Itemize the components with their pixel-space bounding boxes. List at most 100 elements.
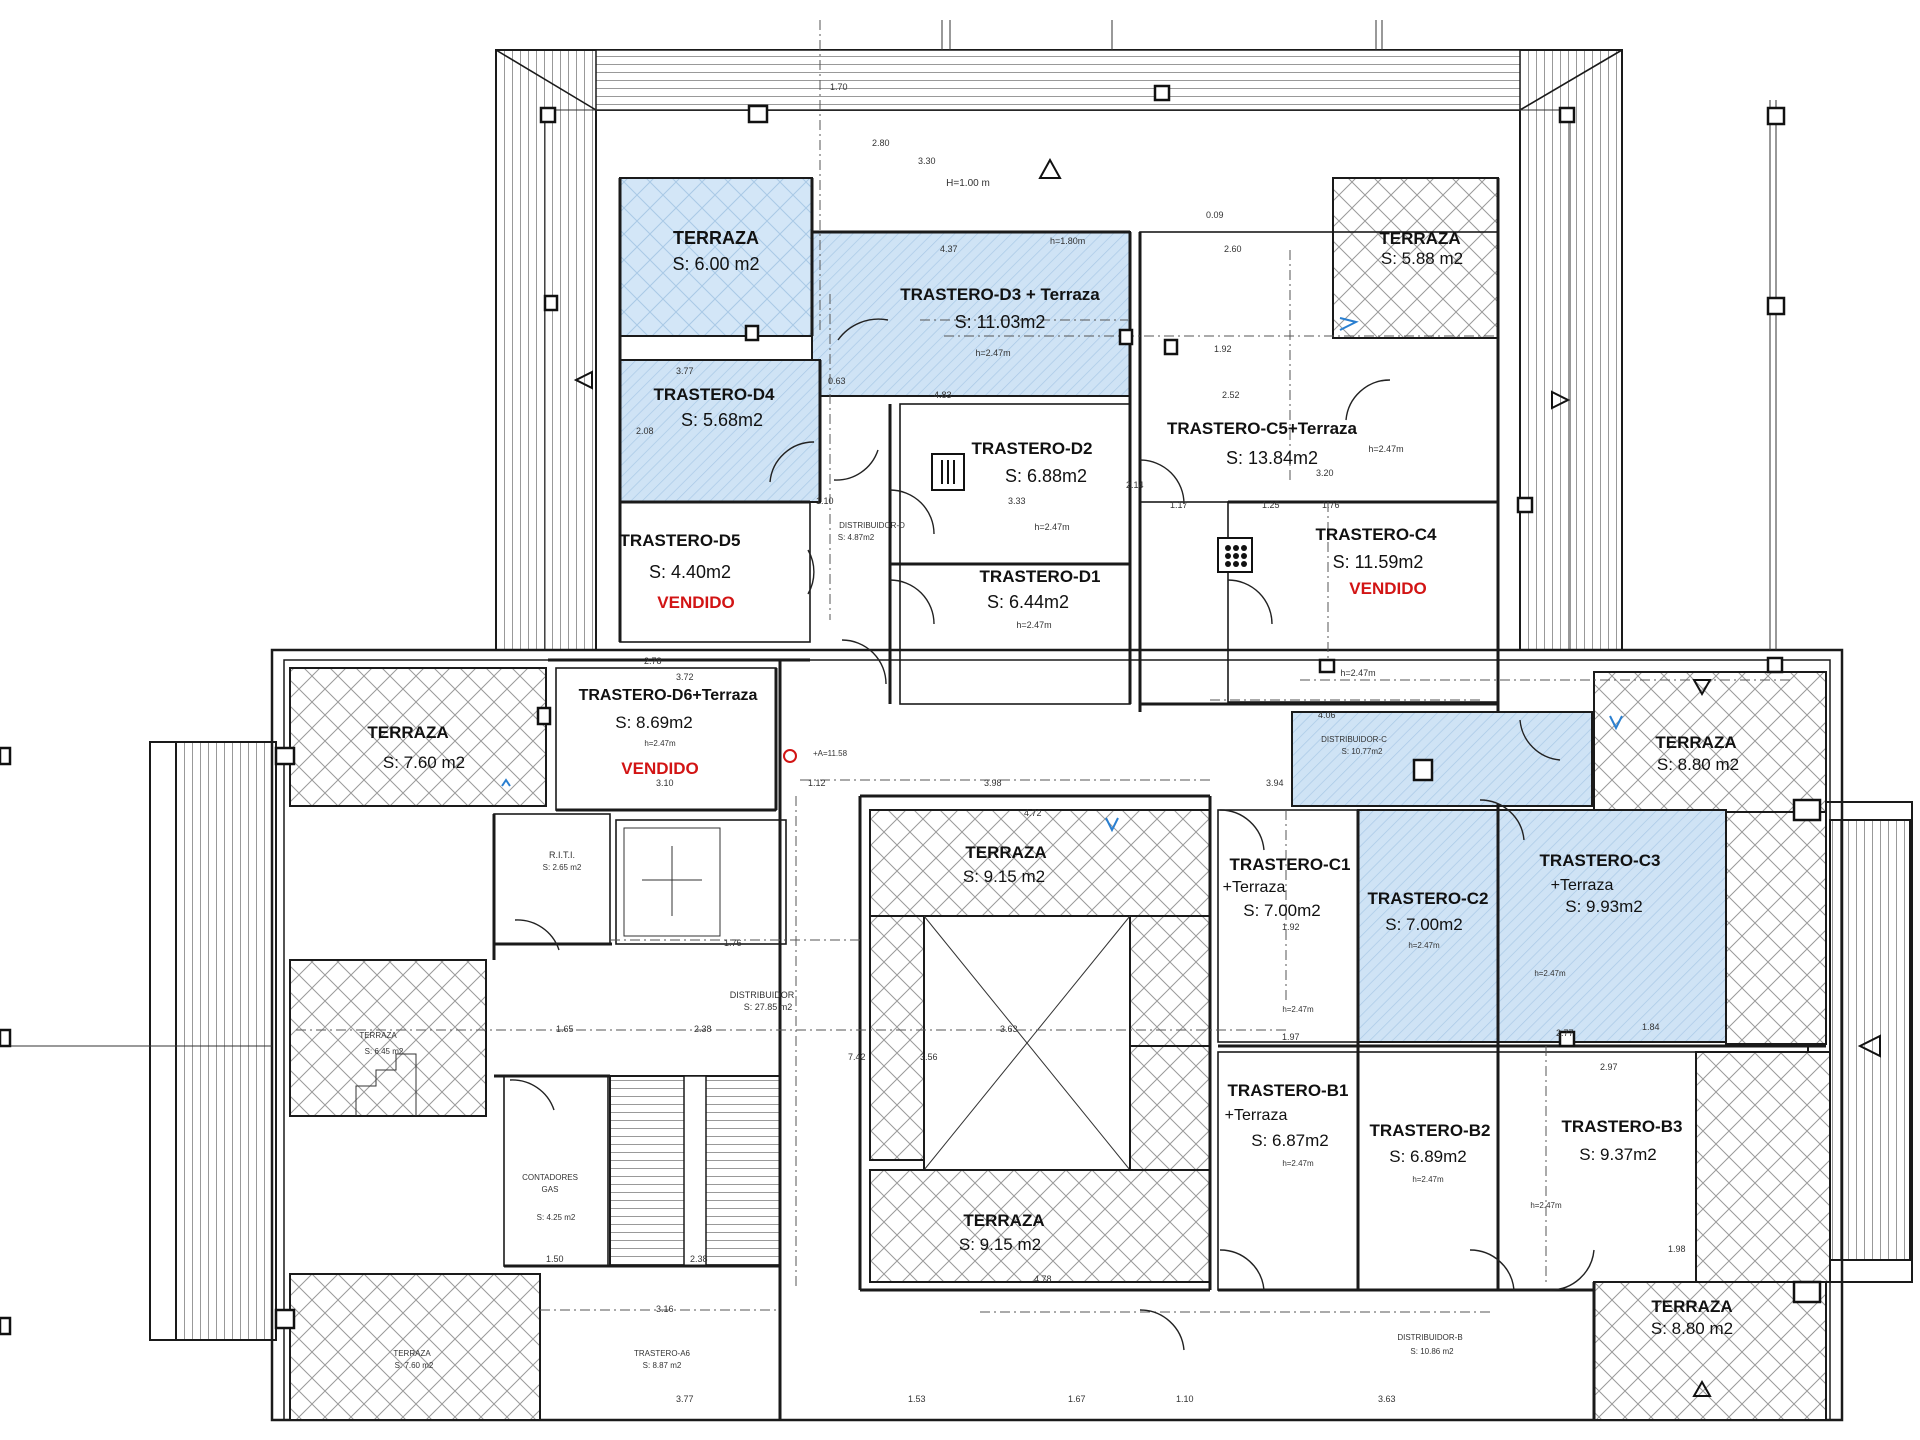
svg-text:2.38: 2.38 [690, 1254, 708, 1264]
label-terraza-e: TERRAZA [1655, 733, 1736, 752]
roof-west-wing [149, 741, 277, 1341]
trastero-b2-area [1357, 1051, 1499, 1291]
svg-text:h=2.47m: h=2.47m [1534, 969, 1566, 978]
svg-text:1.17: 1.17 [1170, 500, 1188, 510]
svg-text:2.14: 2.14 [1126, 480, 1144, 490]
svg-text:3.72: 3.72 [676, 672, 694, 682]
svg-text:0.09: 0.09 [1206, 210, 1224, 220]
label-trastero-b1: TRASTERO-B1 [1228, 1081, 1349, 1100]
terraza-sw-area [289, 959, 487, 1117]
label-contadores: CONTADORES [522, 1173, 578, 1182]
riti-area [493, 813, 611, 945]
svg-text:2.38: 2.38 [694, 1024, 712, 1034]
area-trastero-d6: S: 8.69m2 [615, 713, 693, 732]
area-trastero-d3: S: 11.03m2 [955, 312, 1046, 332]
svg-text:3.20: 3.20 [1316, 468, 1334, 478]
svg-text:2.97: 2.97 [1600, 1062, 1618, 1072]
svg-text:S: 8.87 m2: S: 8.87 m2 [643, 1361, 682, 1370]
label-trastero-c2: TRASTERO-C2 [1368, 889, 1489, 908]
area-trastero-b3: S: 9.37m2 [1579, 1145, 1657, 1164]
svg-text:h=2.47m: h=2.47m [1282, 1005, 1314, 1014]
distribuidor-c-area [1291, 711, 1593, 807]
svg-text:1.25: 1.25 [1262, 500, 1280, 510]
sold-badge-c4: VENDIDO [1349, 579, 1426, 598]
main-stair [609, 1075, 781, 1267]
svg-text:h=2.47m: h=2.47m [1282, 1159, 1314, 1168]
label-terraza-bl: TERRAZA [393, 1349, 431, 1358]
svg-text:h=2.47m: h=2.47m [1412, 1175, 1444, 1184]
label-trastero-a6: TRASTERO-A6 [634, 1349, 691, 1358]
svg-text:h=2.47m: h=2.47m [1408, 941, 1440, 950]
trastero-d3-area [811, 231, 1131, 397]
svg-text:4.06: 4.06 [1318, 710, 1336, 720]
label-h-top: H=1.00 m [946, 178, 990, 189]
sold-badge-d5: VENDIDO [657, 593, 734, 612]
svg-text:S: 2.65 m2: S: 2.65 m2 [543, 863, 582, 872]
doors [509, 318, 1595, 1351]
area-terraza-se: S: 8.80 m2 [1651, 1319, 1733, 1338]
label-trastero-d2: TRASTERO-D2 [972, 439, 1093, 458]
label-trastero-b2: TRASTERO-B2 [1370, 1121, 1491, 1140]
svg-text:4.78: 4.78 [1034, 1274, 1052, 1284]
svg-text:3.30: 3.30 [918, 156, 936, 166]
svg-text:3.77: 3.77 [676, 1394, 694, 1404]
svg-text:1.76: 1.76 [1322, 500, 1340, 510]
svg-text:4.72: 4.72 [1024, 808, 1042, 818]
label-trastero-c4: TRASTERO-C4 [1316, 525, 1437, 544]
label-terraza-se: TERRAZA [1651, 1297, 1732, 1316]
label-riti: R.I.T.I. [549, 850, 575, 860]
label-trastero-d1: TRASTERO-D1 [980, 567, 1101, 586]
svg-text:1.84: 1.84 [1642, 1022, 1660, 1032]
svg-text:2.77: 2.77 [1556, 1028, 1574, 1038]
svg-text:3.10: 3.10 [656, 778, 674, 788]
svg-text:4.83: 4.83 [934, 390, 952, 400]
label-trastero-d3: TRASTERO-D3 + Terraza [900, 285, 1100, 304]
svg-text:S: 7.60 m2: S: 7.60 m2 [395, 1361, 434, 1370]
svg-text:4.37: 4.37 [940, 244, 958, 254]
dimension-numbers: 1.70 2.80 3.30 0.09 4.37 h=1.80m 2.60 3.… [546, 82, 1686, 1404]
area-trastero-d2: S: 6.88m2 [1005, 466, 1087, 486]
label-trastero-d4: TRASTERO-D4 [654, 385, 775, 404]
label-terraza-sw: TERRAZA [359, 1031, 397, 1040]
svg-text:1.92: 1.92 [1214, 344, 1232, 354]
terraza-in1-area [869, 809, 1211, 917]
svg-text:1.53: 1.53 [908, 1394, 926, 1404]
svg-text:1.50: 1.50 [546, 1254, 564, 1264]
trastero-b3-area [1497, 1051, 1697, 1291]
area-trastero-b1: S: 6.87m2 [1251, 1131, 1329, 1150]
top-markers [0, 20, 1777, 1047]
area-trastero-c2: S: 7.00m2 [1385, 915, 1463, 934]
svg-text:h=2.47m: h=2.47m [1034, 522, 1069, 532]
terraza-bl-area [289, 1273, 541, 1421]
svg-text:2.60: 2.60 [1224, 244, 1242, 254]
elevator [615, 819, 787, 945]
area-trastero-c1: S: 7.00m2 [1243, 901, 1321, 920]
svg-text:3.63: 3.63 [1378, 1394, 1396, 1404]
label-terraza-w: TERRAZA [367, 723, 448, 742]
svg-text:S: 4.25 m2: S: 4.25 m2 [537, 1213, 576, 1222]
svg-text:2.08: 2.08 [636, 426, 654, 436]
svg-text:1.70: 1.70 [830, 82, 848, 92]
sold-badge-d6: VENDIDO [621, 759, 698, 778]
svg-text:1.12: 1.12 [808, 778, 826, 788]
orientation-arrows [501, 157, 1881, 1397]
contadores-area [503, 1075, 609, 1267]
area-trastero-d1: S: 6.44m2 [987, 592, 1069, 612]
label-trastero-b3: TRASTERO-B3 [1562, 1117, 1683, 1136]
terraza-d-area [619, 177, 813, 337]
label-trastero-c1: TRASTERO-C1 [1230, 855, 1351, 874]
stair-sw [355, 1053, 417, 1116]
trastero-d4-area [619, 359, 821, 503]
svg-text:S: 10.86 m2: S: 10.86 m2 [1410, 1347, 1454, 1356]
label-level: +A=11.58 [813, 749, 848, 758]
svg-text:S: 4.87m2: S: 4.87m2 [838, 533, 875, 542]
svg-text:S: 10.77m2: S: 10.77m2 [1342, 747, 1383, 756]
atrium-void [923, 915, 1131, 1171]
svg-text:h=2.47m: h=2.47m [644, 739, 676, 748]
svg-text:+Terraza: +Terraza [1223, 879, 1286, 896]
svg-text:1.98: 1.98 [1668, 1244, 1686, 1254]
label-distribuidor: DISTRIBUIDOR [730, 990, 795, 1000]
svg-text:2.78: 2.78 [644, 656, 662, 666]
area-terraza-in2: S: 9.15 m2 [959, 1235, 1041, 1254]
